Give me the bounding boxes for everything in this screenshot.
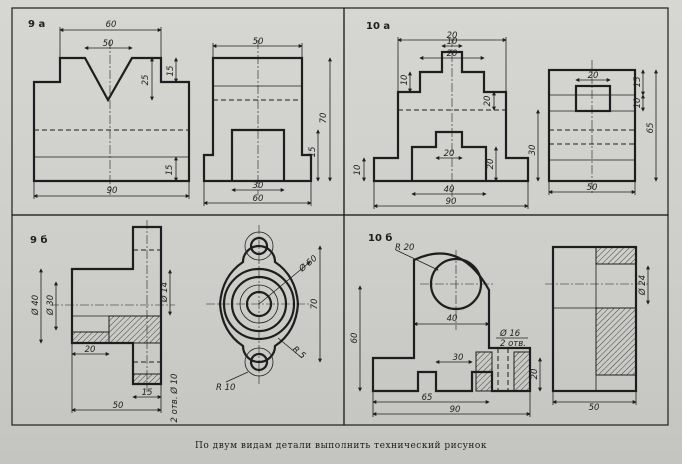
dim-label: 20 xyxy=(447,49,458,59)
dim-label: 20 xyxy=(483,96,493,107)
dim-label: 25 xyxy=(141,75,151,86)
dim-label: R 20 xyxy=(395,243,414,253)
dim-label: 30 xyxy=(453,353,464,363)
dim-label: 50 xyxy=(103,39,114,49)
dim-label: 20 xyxy=(530,369,540,380)
dim-label: 60 xyxy=(350,333,360,344)
dim-label: 70 xyxy=(310,299,320,310)
dim-label: Ø 14 xyxy=(159,282,170,303)
dim-label: 15 xyxy=(633,77,643,88)
dim-label: 20 xyxy=(447,31,458,41)
dim-label: Ø 50 xyxy=(296,253,319,275)
dim-label: 40 xyxy=(444,185,455,195)
dim-label: 60 xyxy=(253,194,264,204)
dim-label: 15 xyxy=(142,388,153,398)
dim-label: 2 отв. xyxy=(500,339,526,349)
dim-label: 20 xyxy=(486,159,496,170)
dim-label: 15 xyxy=(308,147,318,158)
dim-label: 20 xyxy=(85,345,96,355)
dim-label: 65 xyxy=(646,123,656,134)
dim-label: 90 xyxy=(446,197,457,207)
dim-label: 60 xyxy=(106,20,117,30)
dim-label: 10 xyxy=(353,165,363,176)
dim-label: 50 xyxy=(113,401,124,411)
dim-label: 50 xyxy=(253,37,264,47)
panel-10b: 10 б R 20 40 Ø 16 2 отв. 60 30 20 65 90 xyxy=(350,232,650,417)
dim-label: 15 xyxy=(166,66,176,77)
panel-9b: 9 б Ø 40 Ø 30 Ø 14 20 15 50 2 отв. Ø 10 xyxy=(30,220,322,423)
dim-label: Ø 40 xyxy=(30,295,41,316)
caption: По двум видам детали выполнить техническ… xyxy=(195,441,487,451)
panel-10a: 10 а 10 20 20 10 20 20 20 10 30 40 90 xyxy=(353,21,658,209)
dim-label: 10 xyxy=(633,98,643,109)
dim-label: R 10 xyxy=(216,383,235,393)
dim-label: Ø 30 xyxy=(45,295,56,316)
dim-label: 10 xyxy=(447,37,458,47)
panel-label-10b: 10 б xyxy=(368,232,392,244)
panel-frames xyxy=(11,7,669,426)
dim-label: R 5 xyxy=(290,345,307,362)
dim-label: 90 xyxy=(450,405,461,415)
dim-label: Ø 16 xyxy=(499,328,521,339)
dim-label: 40 xyxy=(447,314,458,324)
dim-label: 70 xyxy=(319,113,329,124)
panel-label-10a: 10 а xyxy=(366,21,390,32)
dim-label: 30 xyxy=(528,145,538,156)
dim-label: 90 xyxy=(107,186,118,196)
dim-label: 20 xyxy=(588,71,599,81)
panel-label-9a: 9 а xyxy=(28,19,45,30)
dim-label: Ø 24 xyxy=(637,275,648,296)
dim-label: 30 xyxy=(253,181,264,191)
dim-label: 65 xyxy=(422,393,433,403)
dim-label: 10 xyxy=(400,75,410,86)
dim-label: 50 xyxy=(587,183,598,193)
dim-label: 15 xyxy=(165,165,175,176)
dim-label: 20 xyxy=(444,149,455,159)
panel-label-9b: 9 б xyxy=(30,234,47,246)
dim-label: 50 xyxy=(589,403,600,413)
dim-label: 2 отв. Ø 10 xyxy=(169,374,180,423)
panel-9a: 9 а 60 50 25 15 15 90 50 70 15 30 xyxy=(28,19,332,206)
